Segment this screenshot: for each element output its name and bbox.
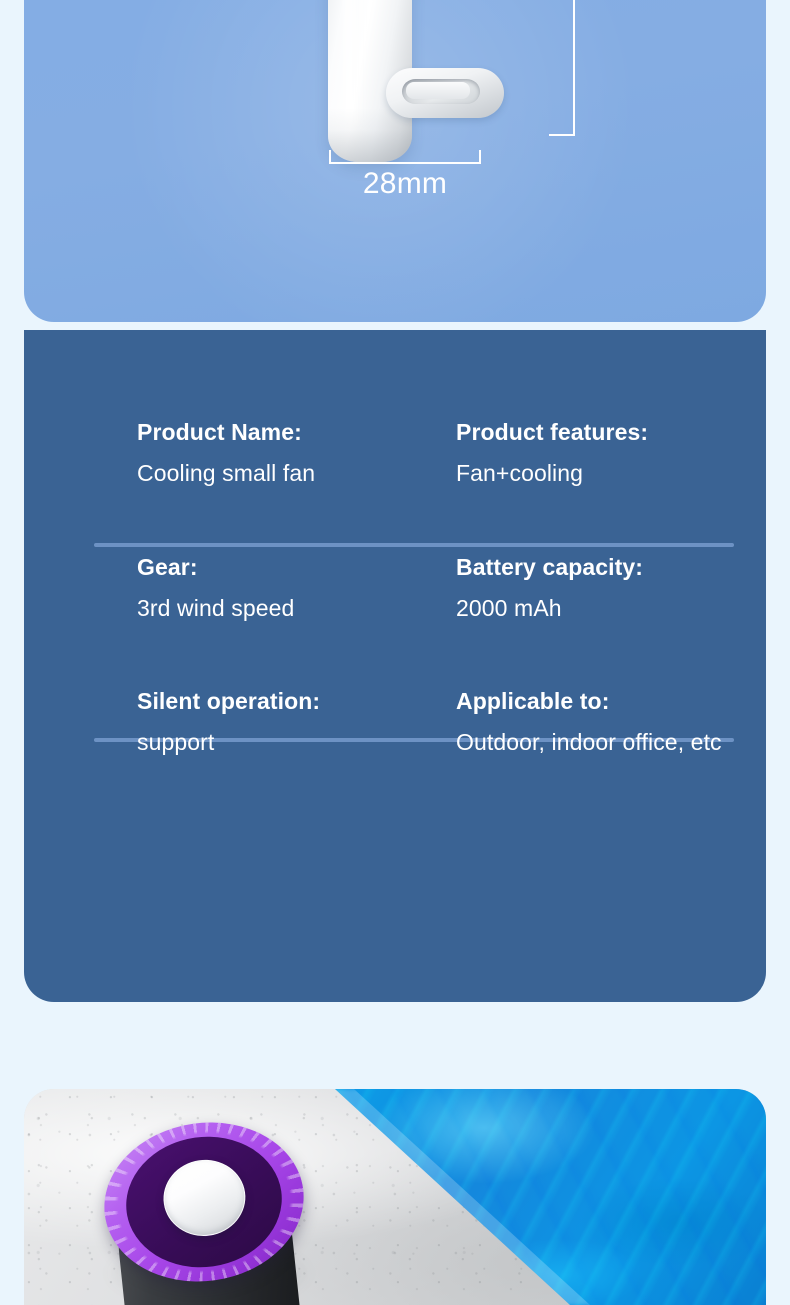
spec-cell-product-features: Product features: Fan+cooling [456, 417, 756, 488]
lanyard-loop-image [386, 68, 504, 118]
spec-value: 2000 mAh [456, 595, 562, 621]
spec-cell-applicable-to: Applicable to: Outdoor, indoor office, e… [456, 686, 756, 757]
spec-label: Product features: [456, 419, 649, 445]
spec-label: Battery capacity: [456, 554, 644, 580]
handle-highlight [344, 0, 364, 128]
spec-label: Applicable to: [456, 688, 610, 714]
dimension-bar [329, 162, 481, 164]
dimension-tick-right [479, 150, 481, 164]
spec-cell-silent-operation: Silent operation: support [137, 686, 456, 757]
spec-cell-product-name: Product Name: Cooling small fan [137, 417, 456, 488]
spec-label: Gear: [137, 554, 198, 580]
vertical-dimension-bar [573, 0, 575, 136]
lifestyle-photo-card [24, 1089, 766, 1305]
spec-divider-2 [94, 738, 734, 742]
spec-divider-1 [94, 543, 734, 547]
hero-image-card: 28mm [24, 0, 766, 322]
spec-value: support [137, 729, 215, 755]
spec-row: Gear: 3rd wind speed Battery capacity: 2… [24, 552, 766, 623]
spec-rows: Product Name: Cooling small fan Product … [24, 330, 766, 757]
specifications-card: Product Name: Cooling small fan Product … [24, 330, 766, 1002]
lanyard-loop-tab [406, 82, 470, 99]
spec-value: Cooling small fan [137, 460, 316, 486]
spec-row: Product Name: Cooling small fan Product … [24, 417, 766, 488]
handheld-fan-image [93, 1109, 318, 1305]
spec-value: 3rd wind speed [137, 595, 295, 621]
dimension-label: 28mm [362, 167, 448, 200]
spec-row: Silent operation: support Applicable to:… [24, 686, 766, 757]
spec-label: Product Name: [137, 419, 302, 445]
spec-value: Outdoor, indoor office, etc [456, 729, 722, 755]
dimension-tick-left [329, 150, 331, 164]
vertical-dimension-tick [549, 134, 575, 136]
spec-cell-battery-capacity: Battery capacity: 2000 mAh [456, 552, 756, 623]
handle-shading [328, 108, 412, 162]
horizontal-dimension-bracket [329, 150, 481, 164]
spec-label: Silent operation: [137, 688, 321, 714]
spec-value: Fan+cooling [456, 460, 584, 486]
vertical-dimension-line [549, 0, 575, 136]
spec-cell-gear: Gear: 3rd wind speed [137, 552, 456, 623]
